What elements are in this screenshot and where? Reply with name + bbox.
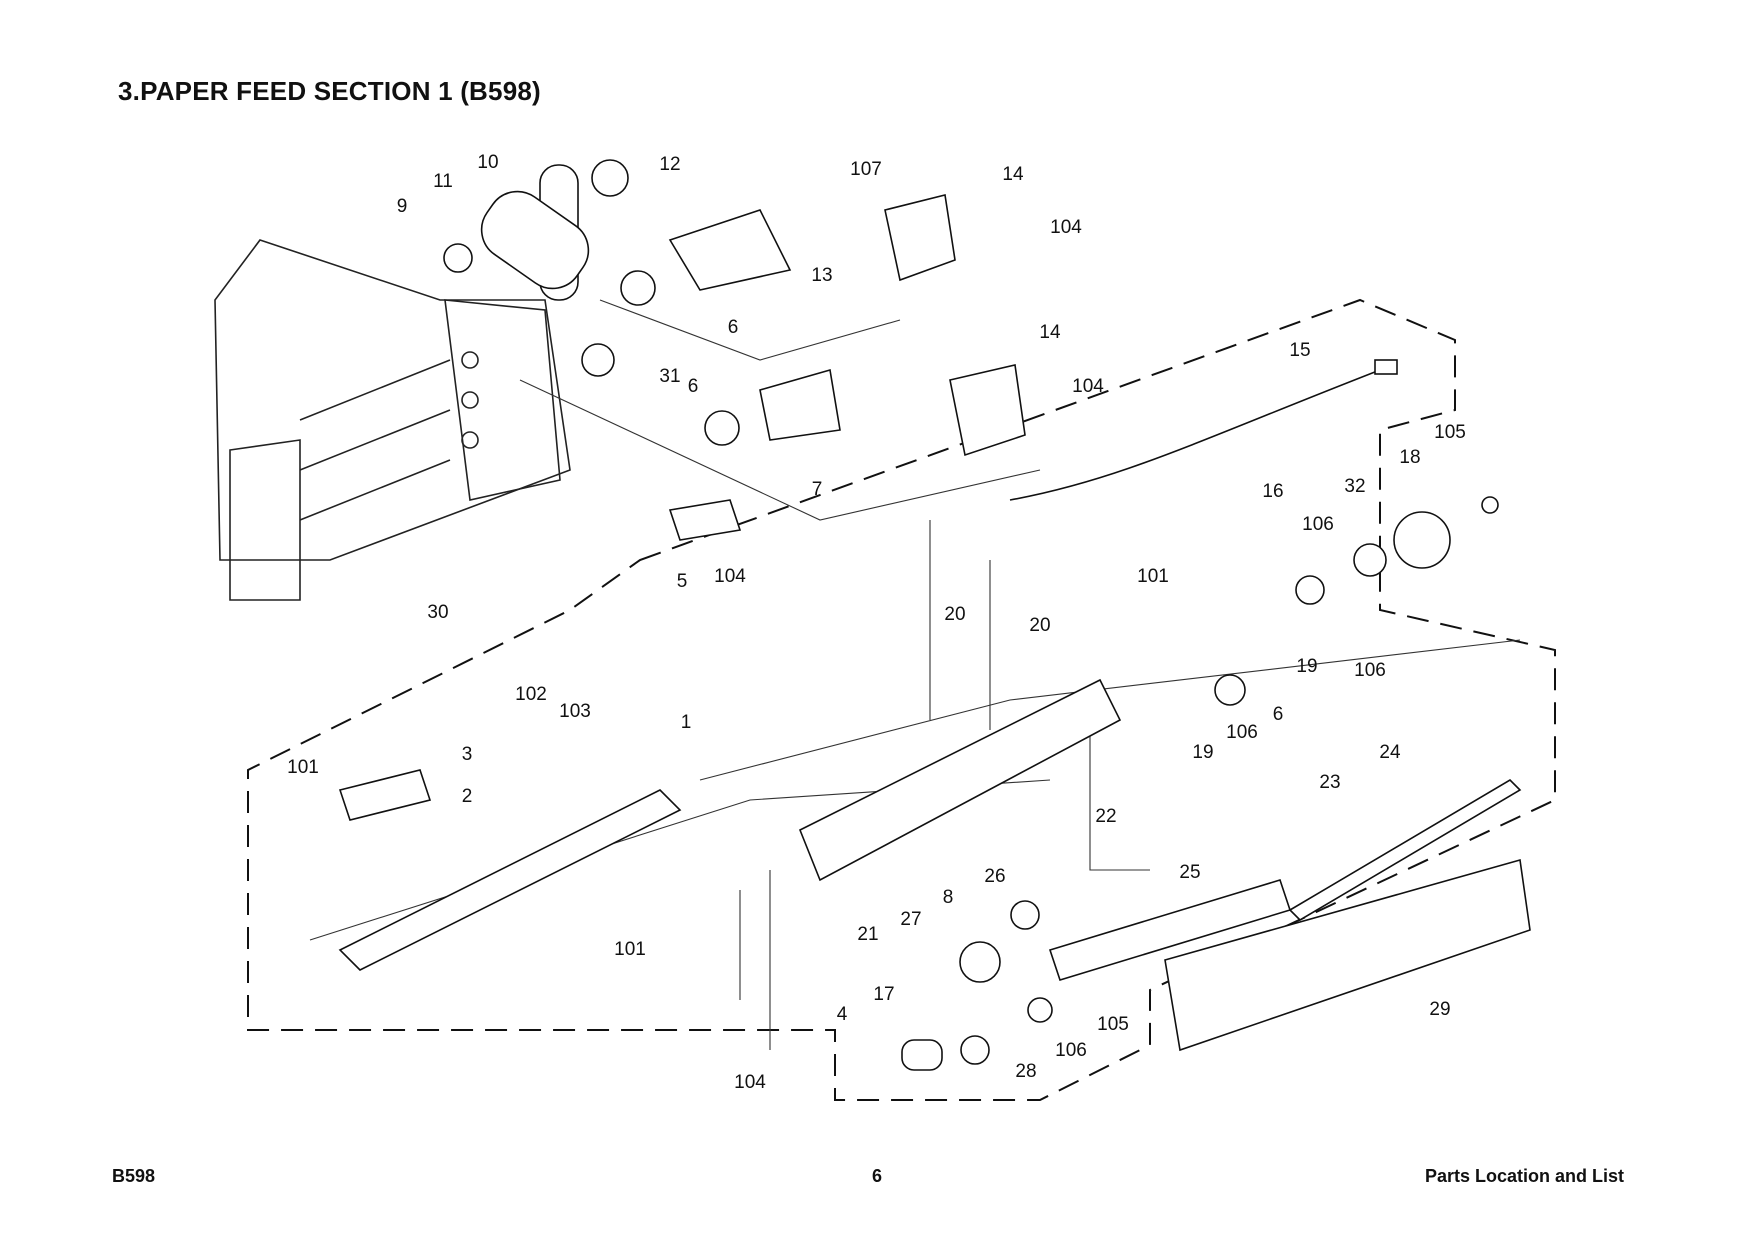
callout-label: 20 bbox=[944, 604, 965, 625]
gear-6b bbox=[704, 410, 740, 446]
gear-26 bbox=[1010, 900, 1040, 930]
bracket-13 bbox=[668, 209, 792, 291]
callout-label: 17 bbox=[873, 984, 894, 1005]
bushing-105b bbox=[1027, 997, 1053, 1023]
callout-label: 29 bbox=[1429, 999, 1450, 1020]
callout-label: 25 bbox=[1179, 862, 1200, 883]
shaft-24 bbox=[1288, 778, 1522, 922]
gear-12 bbox=[591, 159, 629, 197]
bracket-7 bbox=[759, 368, 841, 441]
callout-label: 10 bbox=[477, 152, 498, 173]
callout-label: 23 bbox=[1319, 772, 1340, 793]
callout-label: 19 bbox=[1296, 656, 1317, 677]
guide-plate bbox=[798, 678, 1122, 882]
bushing-105a bbox=[1481, 496, 1499, 514]
footer-model: B598 bbox=[112, 1166, 156, 1186]
callout-label: 8 bbox=[943, 887, 954, 908]
guide-1 bbox=[338, 789, 682, 971]
bracket-3 bbox=[338, 769, 432, 821]
callout-label: 14 bbox=[1002, 164, 1024, 185]
callout-label: 106 bbox=[1354, 660, 1386, 681]
callout-label: 28 bbox=[1015, 1061, 1036, 1082]
callout-label: 27 bbox=[900, 909, 921, 930]
gear-28 bbox=[960, 1035, 990, 1065]
callout-label: 104 bbox=[1050, 217, 1082, 238]
callout-label: 22 bbox=[1095, 806, 1116, 827]
footer-page-number: 6 bbox=[872, 1166, 883, 1186]
gear-31 bbox=[581, 343, 615, 377]
callout-label: 20 bbox=[1029, 615, 1050, 636]
callout-label: 4 bbox=[837, 1004, 848, 1025]
callout-label: 104 bbox=[734, 1072, 766, 1093]
callout-label: 106 bbox=[1302, 514, 1334, 535]
callout-label: 11 bbox=[433, 171, 453, 192]
gear-27 bbox=[959, 941, 1001, 983]
solenoid-14a bbox=[884, 194, 956, 282]
gear-6c bbox=[1214, 674, 1246, 706]
callout-label: 104 bbox=[1072, 376, 1104, 397]
callout-label: 106 bbox=[1226, 722, 1258, 743]
callout-label: 6 bbox=[728, 317, 739, 338]
callout-label: 2 bbox=[462, 786, 473, 807]
callout-label: 107 bbox=[850, 159, 882, 180]
callout-label: 6 bbox=[688, 376, 699, 397]
gear-32 bbox=[1353, 543, 1387, 577]
callout-label: 31 bbox=[659, 366, 680, 387]
callout-label: 26 bbox=[984, 866, 1005, 887]
clutch-18 bbox=[1393, 511, 1451, 569]
guide-29 bbox=[1164, 858, 1531, 1052]
callout-label: 21 bbox=[857, 924, 878, 945]
callout-label: 103 bbox=[559, 701, 591, 722]
bracket-25 bbox=[1048, 879, 1292, 981]
callout-label: 101 bbox=[614, 939, 646, 960]
callout-label: 14 bbox=[1039, 322, 1061, 343]
roller-17 bbox=[901, 1039, 943, 1071]
belt-11 bbox=[480, 190, 590, 290]
callout-label: 101 bbox=[1137, 566, 1169, 587]
callout-label: 24 bbox=[1379, 742, 1401, 763]
callout-label: 6 bbox=[1273, 704, 1284, 725]
dashed-assembly-boundaries bbox=[247, 298, 1556, 1101]
callout-label: 16 bbox=[1262, 481, 1283, 502]
callout-label: 19 bbox=[1192, 742, 1213, 763]
callout-label: 32 bbox=[1344, 476, 1365, 497]
callout-label: 15 bbox=[1289, 340, 1310, 361]
callout-label: 5 bbox=[677, 571, 688, 592]
callout-label: 104 bbox=[714, 566, 746, 587]
bushing-16 bbox=[1295, 575, 1325, 605]
gear-6a bbox=[620, 270, 656, 306]
page-title: 3.PAPER FEED SECTION 1 (B598) bbox=[118, 76, 541, 106]
callout-label: 12 bbox=[659, 154, 680, 175]
frame-side-plate bbox=[214, 239, 571, 601]
solenoid-14b bbox=[949, 364, 1026, 457]
gear-9 bbox=[443, 243, 473, 273]
callout-label: 101 bbox=[287, 757, 319, 778]
callout-label: 13 bbox=[811, 265, 832, 286]
callout-label: 3 bbox=[462, 744, 473, 765]
callout-label: 30 bbox=[427, 602, 448, 623]
callout-label: 105 bbox=[1097, 1014, 1129, 1035]
callout-label: 106 bbox=[1055, 1040, 1087, 1061]
callout-label: 7 bbox=[812, 479, 823, 500]
footer-section: Parts Location and List bbox=[1424, 1166, 1624, 1186]
bracket-5 bbox=[668, 499, 742, 541]
parts bbox=[338, 159, 1531, 1071]
callout-label: 102 bbox=[515, 684, 547, 705]
callout-label: 18 bbox=[1399, 447, 1420, 468]
callout-label: 1 bbox=[681, 712, 692, 733]
harness-15 bbox=[1009, 369, 1381, 501]
callout-label: 105 bbox=[1434, 422, 1466, 443]
callout-label: 9 bbox=[397, 196, 408, 217]
connector-15 bbox=[1374, 359, 1398, 375]
